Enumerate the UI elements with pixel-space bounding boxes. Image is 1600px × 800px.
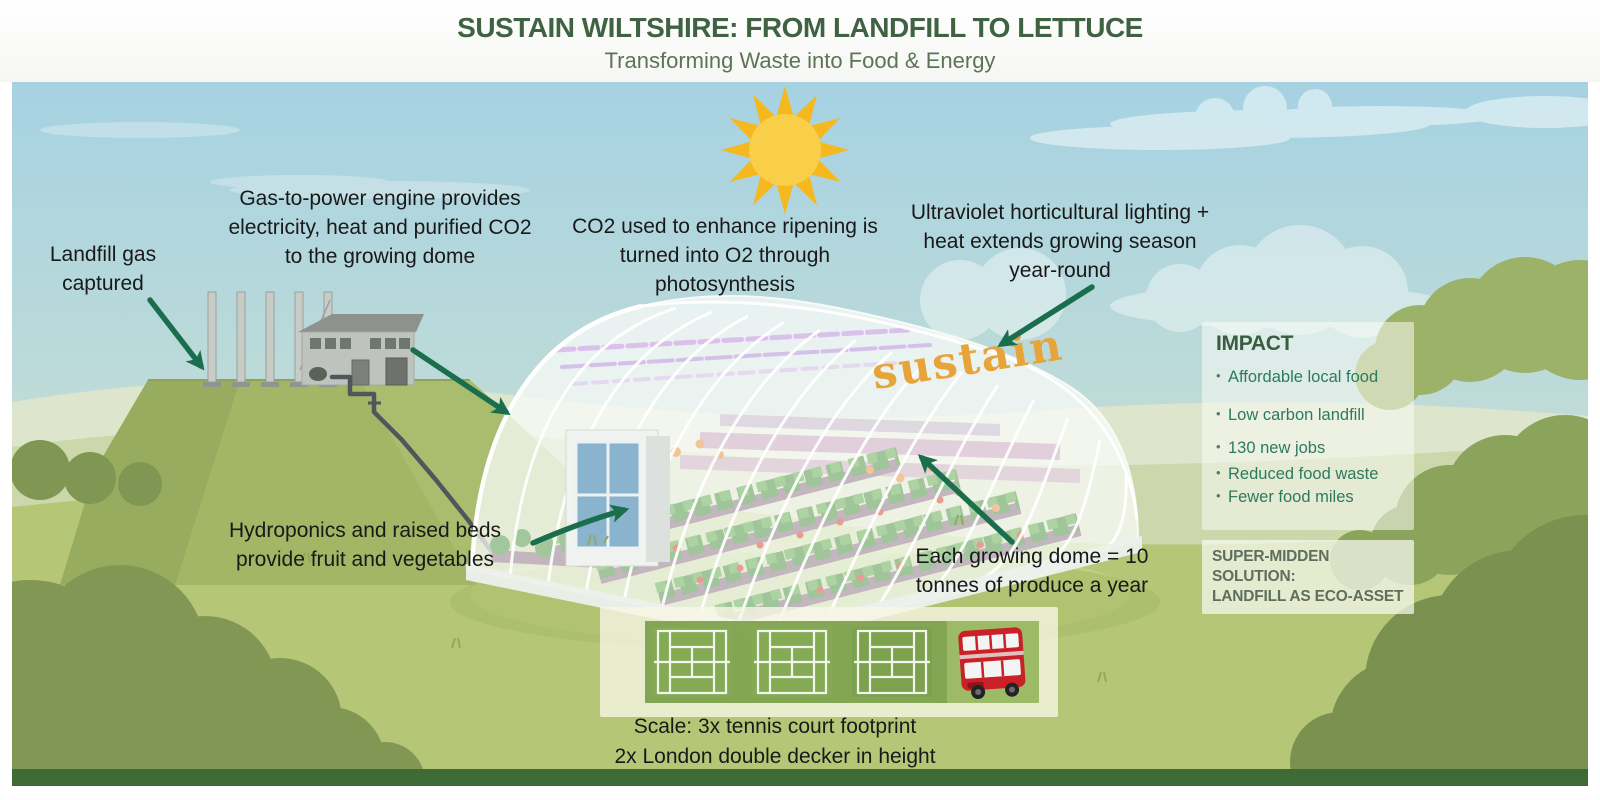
- scale-note: Scale: 3x tennis court footprint 2x Lond…: [560, 712, 990, 772]
- arrow-hydroponics-to-door: [530, 504, 630, 546]
- tennis-court-icon: [652, 627, 732, 697]
- impact-item: Fewer food miles: [1216, 488, 1400, 507]
- horizon-cloud: [920, 225, 1450, 340]
- impact-item: Reduced food waste: [1216, 465, 1400, 484]
- dome-door: [565, 429, 670, 567]
- arrow-yield-to-dome: [917, 454, 1015, 545]
- sun-icon: [721, 86, 849, 214]
- tennis-court-icon: [752, 627, 832, 697]
- page-title: SUSTAIN WILTSHIRE: FROM LANDFILL TO LETT…: [457, 12, 1143, 43]
- arrow-engine-to-dome: [410, 347, 511, 416]
- solution-line2: LANDFILL AS ECO-ASSET: [1212, 588, 1404, 606]
- ground-strip: [12, 769, 1588, 786]
- impact-item: Affordable local food: [1216, 368, 1400, 387]
- cloud: [1030, 86, 1588, 150]
- impact-list: Affordable local food Low carbon landfil…: [1216, 368, 1400, 507]
- arrow-landfill: [147, 297, 205, 371]
- solution-line1: SUPER-MIDDEN SOLUTION:: [1212, 548, 1330, 586]
- impact-item: 130 new jobs: [1216, 439, 1400, 458]
- callout-co2-photosynthesis: CO2 used to enhance ripening is turned i…: [572, 215, 878, 296]
- scale-graphics: [645, 621, 1039, 703]
- callout-gas-engine: Gas-to-power engine provides electricity…: [228, 187, 532, 268]
- power-building: [298, 314, 424, 386]
- impact-title: IMPACT: [1216, 332, 1294, 355]
- arrow-uv-to-dome: [997, 284, 1095, 348]
- page-subtitle: Transforming Waste into Food & Energy: [604, 48, 996, 73]
- bushes-left-mid: [12, 440, 162, 506]
- impact-panel: IMPACT Affordable local food Low carbon …: [1202, 322, 1414, 530]
- callout-landfill-gas: Landfill gas captured: [49, 243, 157, 295]
- callout-dome-yield: Each growing dome = 10 tonnes of produce…: [915, 545, 1149, 597]
- scale-note-line2: 2x London double decker in height: [614, 745, 936, 768]
- header: SUSTAIN WILTSHIRE: FROM LANDFILL TO LETT…: [0, 0, 1600, 82]
- uv-led-strips: [553, 327, 932, 386]
- scale-comparison-box: [600, 607, 1058, 717]
- callout-uv-lighting: Ultraviolet horticultural lighting + hea…: [910, 201, 1210, 282]
- solution-box: SUPER-MIDDEN SOLUTION: LANDFILL AS ECO-A…: [1202, 540, 1414, 615]
- bushes-bottom-left: [12, 565, 425, 786]
- tennis-court-icon: [852, 627, 932, 697]
- callout-hydroponics: Hydroponics and raised beds provide frui…: [229, 519, 501, 571]
- cloud: [40, 122, 530, 199]
- double-decker-bus-icon: [958, 627, 1026, 700]
- annotation-arrows: [147, 284, 1095, 546]
- scale-note-line1: Scale: 3x tennis court footprint: [633, 715, 917, 738]
- impact-item: Low carbon landfill: [1216, 406, 1400, 425]
